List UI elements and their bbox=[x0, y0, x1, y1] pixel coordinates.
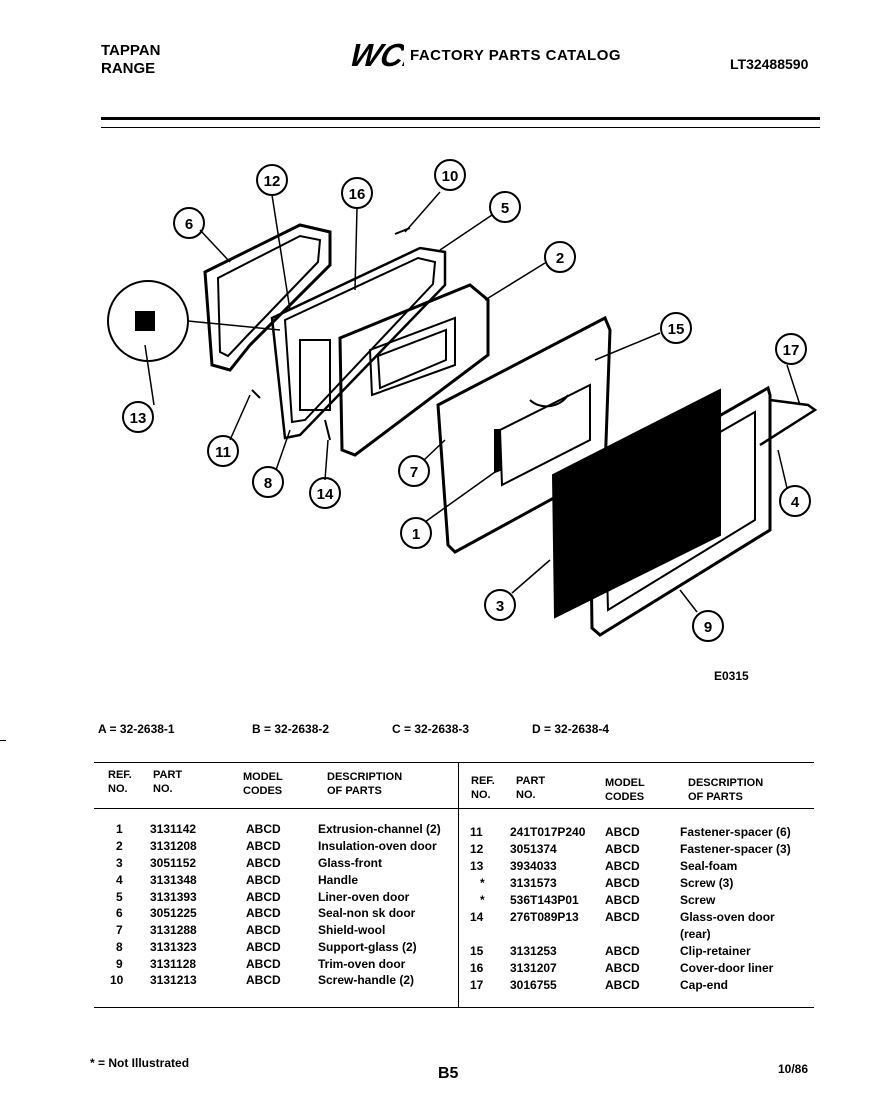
callout-3: 3 bbox=[484, 589, 516, 621]
clip-part bbox=[324, 419, 331, 441]
callout-9: 9 bbox=[692, 610, 724, 642]
callout-14: 14 bbox=[309, 477, 341, 509]
header-ref-right: REF.NO. bbox=[471, 775, 495, 801]
table-divider bbox=[458, 762, 459, 1008]
callout-12: 12 bbox=[256, 164, 288, 196]
svg-text:1: 1 bbox=[412, 526, 420, 543]
svg-text:4: 4 bbox=[791, 494, 800, 511]
callout-1: 1 bbox=[400, 517, 432, 549]
header-rule-thin bbox=[101, 127, 820, 128]
callout-17: 17 bbox=[775, 333, 807, 365]
svg-text:6: 6 bbox=[185, 216, 193, 233]
revision-date: 10/86 bbox=[778, 1062, 809, 1076]
seal-part bbox=[203, 223, 332, 372]
trim-frame-part bbox=[588, 385, 818, 637]
header-rule bbox=[101, 117, 820, 120]
margin-mark bbox=[0, 740, 6, 741]
svg-text:2: 2 bbox=[556, 250, 564, 267]
svg-text:12: 12 bbox=[264, 173, 281, 190]
svg-text:15: 15 bbox=[668, 321, 685, 338]
fastener-part bbox=[251, 389, 261, 399]
wci-logo: WCI bbox=[346, 38, 404, 70]
table-bottom-rule bbox=[94, 1007, 814, 1008]
callout-8: 8 bbox=[252, 466, 284, 498]
model-code-c: C = 32-2638-3 bbox=[392, 722, 470, 736]
callout-11: 11 bbox=[207, 435, 239, 467]
callout-15: 15 bbox=[660, 312, 692, 344]
svg-text:13: 13 bbox=[130, 410, 147, 427]
svg-text:11: 11 bbox=[215, 444, 231, 461]
svg-text:8: 8 bbox=[264, 475, 272, 492]
product-type: RANGE bbox=[101, 60, 156, 77]
brand-name: TAPPAN bbox=[101, 42, 161, 59]
callout-labels: 12 16 10 5 6 2 15 17 13 11 8 14 7 1 4 3 … bbox=[122, 159, 811, 642]
table-top-rule bbox=[94, 762, 814, 763]
callout-2: 2 bbox=[544, 241, 576, 273]
callout-6: 6 bbox=[173, 207, 205, 239]
leader-lines bbox=[144, 191, 801, 613]
catalog-title: FACTORY PARTS CATALOG bbox=[410, 47, 622, 64]
not-illustrated-footnote: * = Not Illustrated bbox=[90, 1056, 190, 1070]
callout-16: 16 bbox=[341, 177, 373, 209]
svg-text:3: 3 bbox=[496, 598, 504, 615]
callout-5: 5 bbox=[489, 191, 521, 223]
exploded-parts-diagram: 12 16 10 5 6 2 15 17 13 11 8 14 7 1 4 3 … bbox=[107, 159, 818, 642]
callout-10: 10 bbox=[434, 159, 466, 191]
glass-front-part bbox=[551, 388, 721, 619]
catalog-number: LT32488590 bbox=[730, 56, 809, 72]
liner-part bbox=[270, 246, 447, 440]
callout-7: 7 bbox=[398, 455, 430, 487]
header-ref-left: REF.NO. bbox=[108, 769, 132, 795]
model-code-b: B = 32-2638-2 bbox=[252, 722, 330, 736]
door-panel-part bbox=[338, 283, 490, 457]
callout-4: 4 bbox=[779, 485, 811, 517]
svg-text:17: 17 bbox=[783, 342, 800, 359]
page-number: B5 bbox=[438, 1065, 459, 1082]
model-code-d: D = 32-2638-4 bbox=[532, 722, 610, 736]
seal-foam-block bbox=[135, 311, 155, 331]
diagram-code: E0315 bbox=[714, 669, 749, 683]
callout-13: 13 bbox=[122, 401, 154, 433]
svg-text:5: 5 bbox=[501, 200, 509, 217]
svg-text:10: 10 bbox=[442, 168, 459, 185]
logo-text: WCI bbox=[346, 38, 404, 70]
table-header-rule bbox=[94, 808, 814, 809]
model-code-a: A = 32-2638-1 bbox=[98, 722, 175, 736]
brand-block: TAPPAN RANGE bbox=[101, 42, 160, 78]
svg-text:9: 9 bbox=[704, 619, 712, 636]
svg-text:7: 7 bbox=[410, 464, 418, 481]
svg-text:16: 16 bbox=[349, 186, 366, 203]
svg-text:14: 14 bbox=[317, 486, 334, 503]
